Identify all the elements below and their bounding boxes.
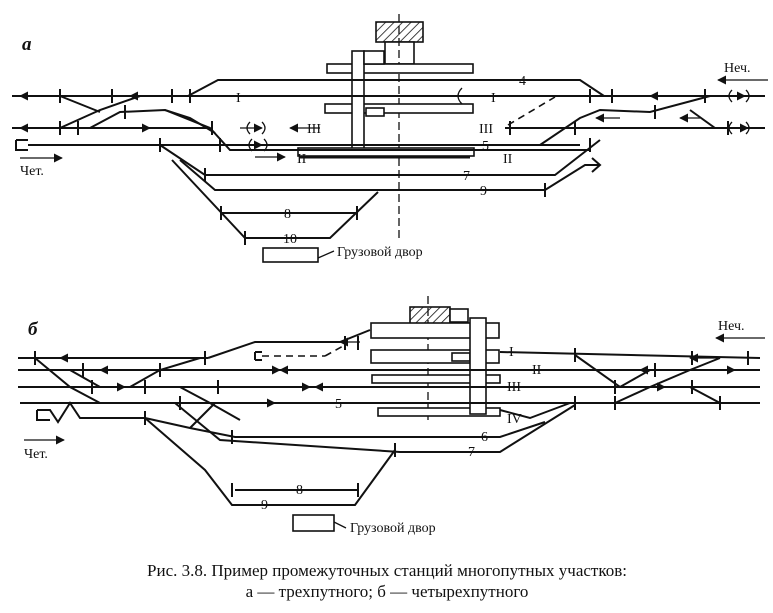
track-label-b-IV: IV: [507, 412, 522, 427]
track-label-II-right: II: [503, 152, 513, 167]
crossover-b3: [129, 357, 201, 388]
track-label-b-8: 8: [296, 483, 303, 498]
crossover-b7: [614, 357, 721, 404]
freight-yard-icon-b: [292, 514, 335, 532]
freight-yard-leader-b: [333, 521, 347, 529]
track-label-8: 8: [284, 207, 291, 222]
passenger-building-icon-b: [409, 306, 451, 325]
stairs-icon-b2: [451, 352, 471, 362]
platform-2: [324, 103, 474, 114]
track-label-b-II: II: [532, 363, 542, 378]
crossover-a1: [59, 95, 141, 129]
track-label-b-I: I: [509, 345, 514, 360]
panel-b-label: б: [28, 319, 39, 340]
platform-b1: [370, 322, 500, 339]
dir-odd-b: Неч.: [718, 319, 745, 334]
track-label-b-7: 7: [468, 445, 475, 460]
freight-yard-leader: [317, 250, 335, 259]
platform-b3: [371, 374, 501, 384]
track-b-I-station: [207, 329, 371, 359]
dead-end-right: [591, 157, 602, 173]
crossover-a2: [59, 95, 101, 113]
track-10: [171, 159, 379, 239]
stairs-icon: [363, 50, 385, 65]
caption-line-2: а — трехпутного; б — четырехпутного: [246, 582, 529, 601]
track-label-5: 5: [482, 139, 489, 154]
dir-even-a: Чет.: [20, 164, 44, 179]
dead-end-b: [254, 351, 262, 361]
track-label-4: 4: [519, 74, 526, 89]
freight-yard-label-b: Грузовой двор: [350, 521, 436, 536]
crossover-b8: [689, 386, 721, 404]
train-arrows-a: [19, 87, 750, 162]
track-4: [187, 79, 605, 97]
overpass: [351, 50, 365, 156]
crossover-a4: [689, 109, 716, 129]
stairs-icon-2: [365, 107, 385, 117]
freight-yard-icon: [262, 247, 319, 263]
track-label-b-5: 5: [335, 397, 342, 412]
crossover-b4: [179, 386, 241, 421]
planned-connection: [507, 96, 556, 126]
track-III-station: [89, 108, 216, 134]
crossover-b1: [34, 357, 101, 404]
platform-b4: [377, 407, 501, 417]
overpass-b: [469, 317, 487, 415]
signal-ticks-a: [59, 89, 729, 245]
track-label-III-right: III: [479, 122, 493, 137]
track-label-I-right: I: [491, 91, 496, 106]
planned-b-2: [324, 344, 346, 357]
crossover-b6: [574, 354, 651, 389]
track-label-b-III: III: [507, 380, 521, 395]
track-label-III-left: III: [307, 122, 321, 137]
panel-b: б: [18, 296, 765, 536]
track-label-10: 10: [283, 232, 297, 247]
track-label-I-left: I: [236, 91, 241, 106]
track-7: [159, 139, 601, 176]
panel-a-label: а: [22, 34, 32, 55]
track-b-7: [174, 402, 576, 453]
train-arrows-b: [59, 337, 736, 408]
stairs-icon-b: [449, 308, 469, 323]
track-b-9: [144, 417, 396, 506]
track-b-IV-station: [499, 402, 571, 420]
dir-odd-a: Неч.: [724, 61, 751, 76]
caption-line-1: Рис. 3.8. Пример промежуточных станций м…: [147, 561, 627, 580]
crossover-b5: [189, 402, 216, 429]
track-label-7: 7: [463, 169, 470, 184]
track-label-b-6: 6: [481, 430, 488, 445]
panel-a: а: [12, 14, 768, 263]
track-label-9: 9: [480, 184, 487, 199]
siding-b: [36, 401, 145, 424]
dir-even-b: Чет.: [24, 447, 48, 462]
crossover-a3: [539, 95, 711, 146]
track-label-b-9: 9: [261, 498, 268, 513]
platform-1: [326, 63, 474, 74]
track-b-6: [144, 417, 546, 438]
freight-yard-label-a: Грузовой двор: [337, 245, 423, 260]
crossover-b2: [69, 369, 101, 388]
track-label-II-left: II: [297, 152, 307, 167]
dead-end-left: [15, 139, 28, 151]
track-b-I-right: [499, 351, 761, 359]
